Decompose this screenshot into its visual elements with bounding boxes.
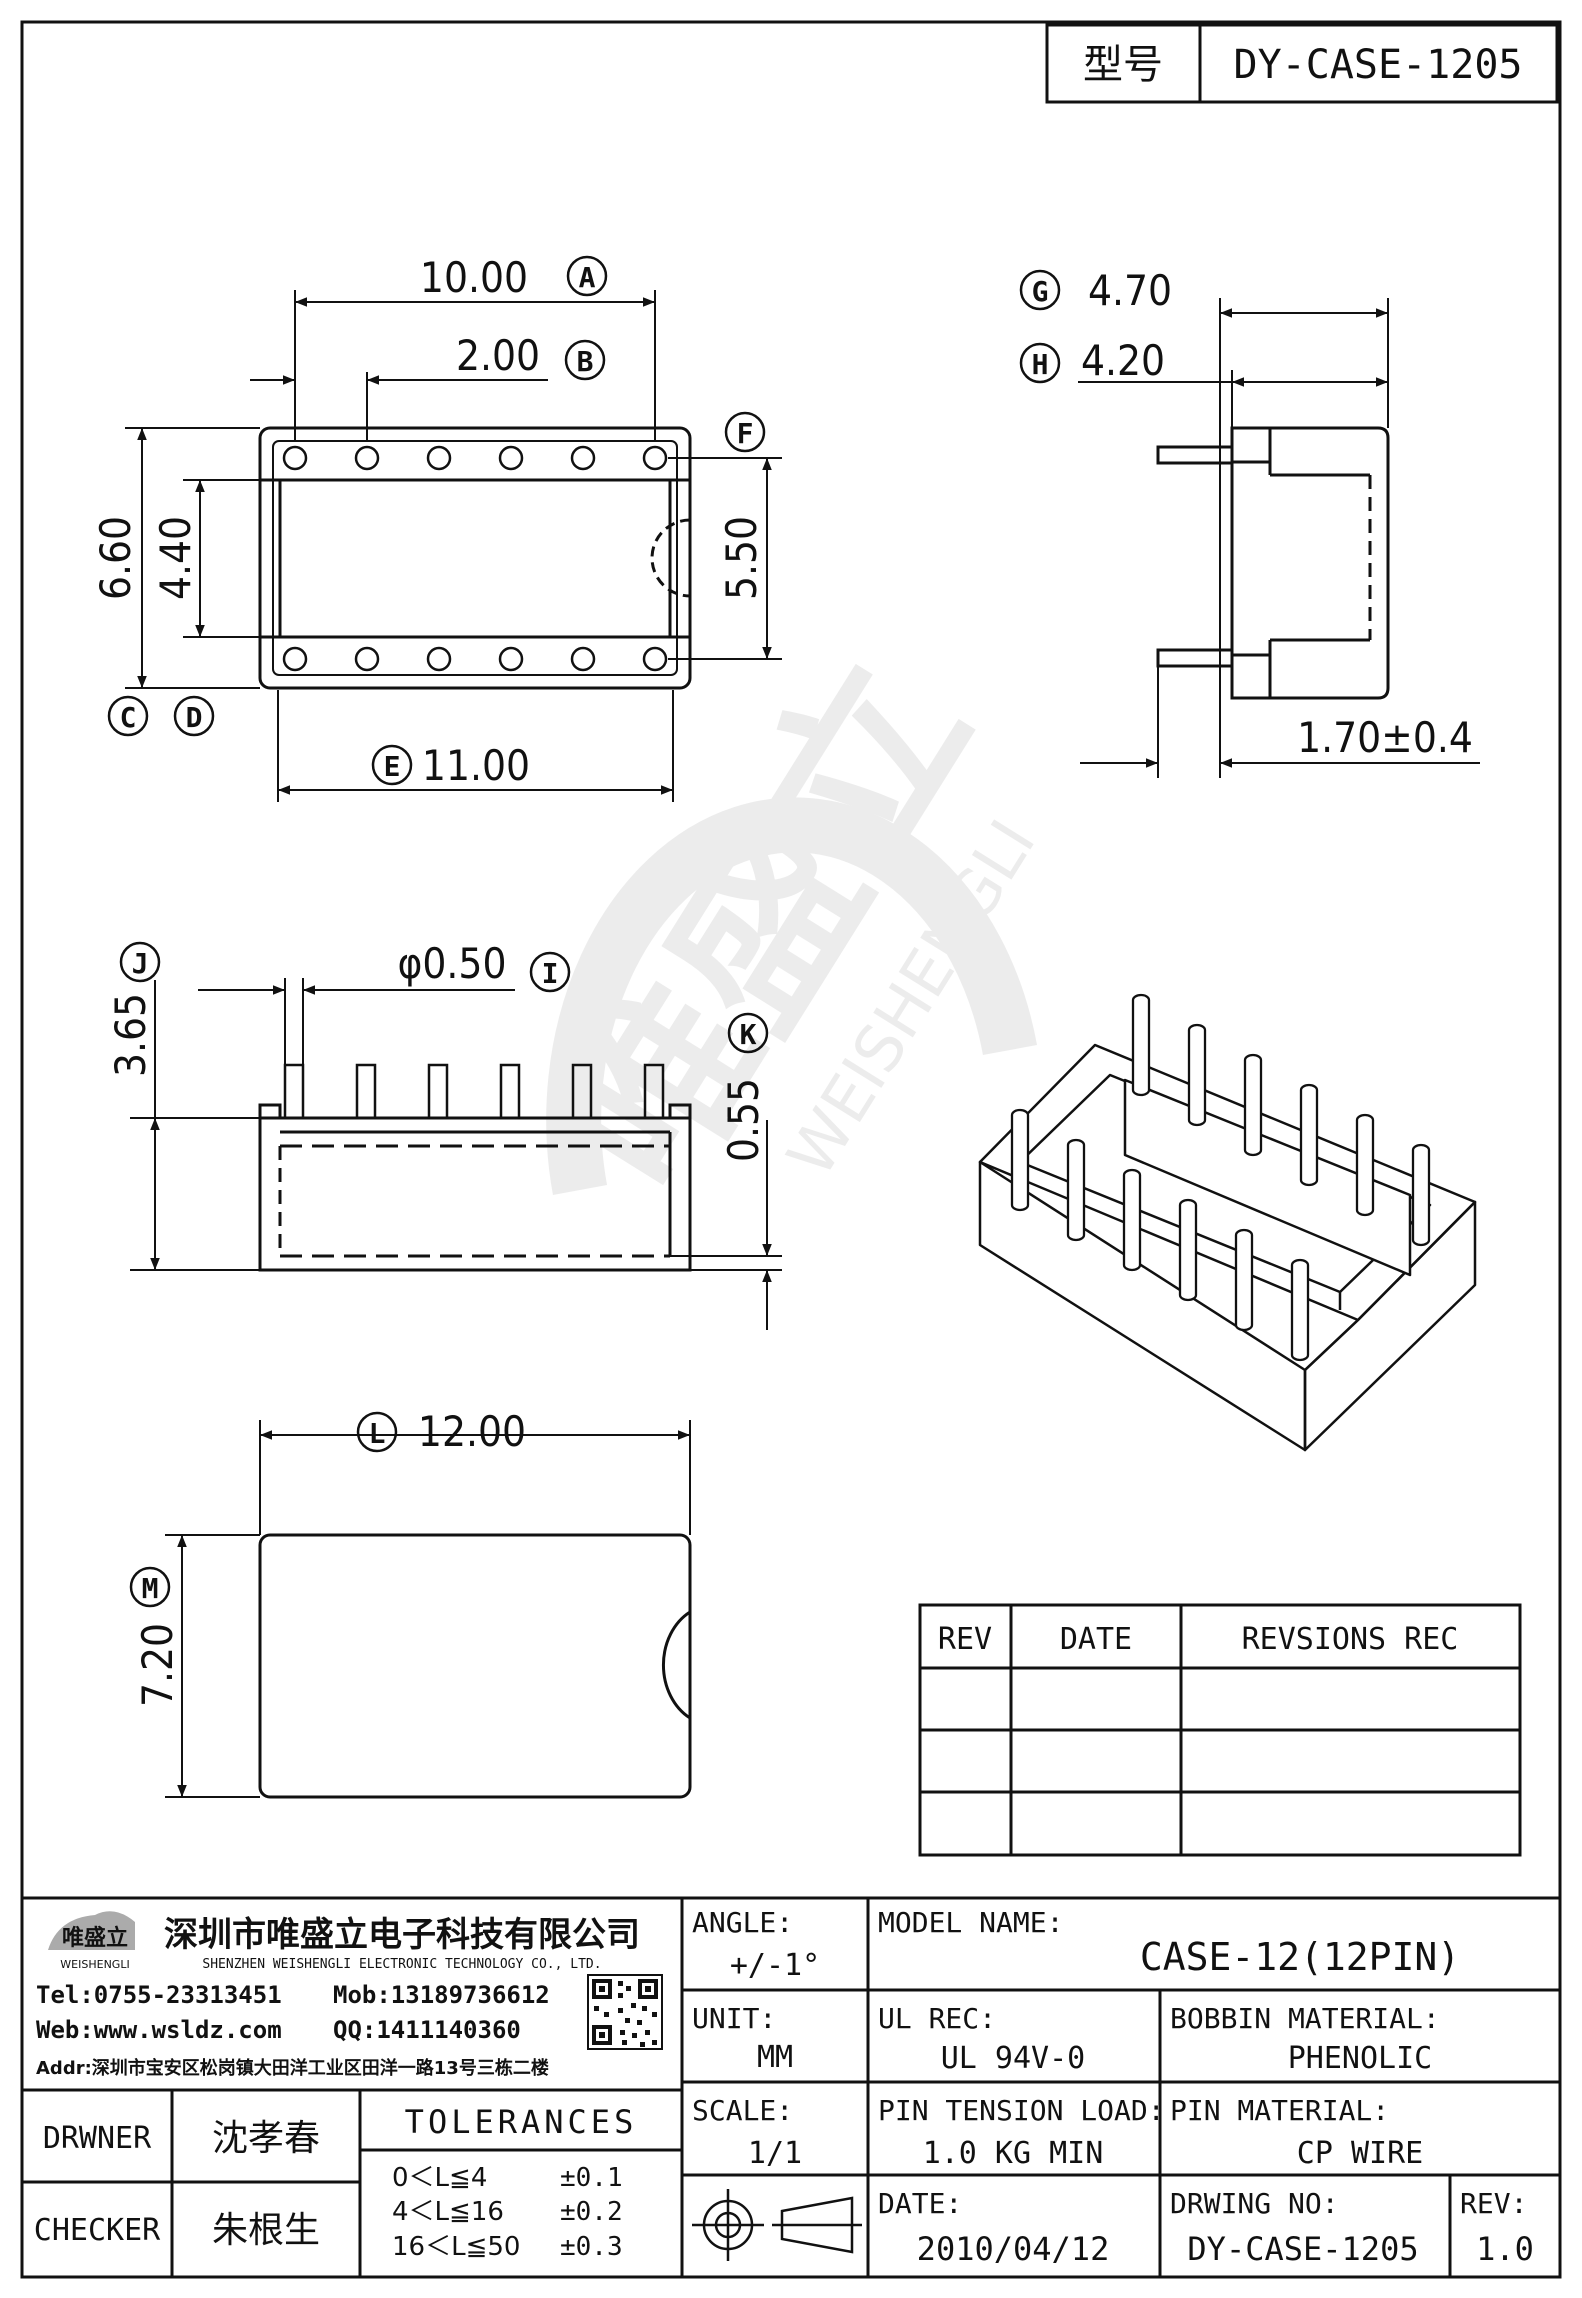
dim-440-value: 4.40 [151,516,200,600]
model-name-label: MODEL NAME: [878,1906,1063,1939]
side-view-dim-labels: G 4.70 H 4.20 1.70±0.4 [1019,266,1473,762]
angle-value: +/-1° [730,1948,820,1983]
tolerance-range-1: 0＜L≦4 [392,2163,487,2193]
unit-label: UNIT: [692,2002,776,2035]
isometric-view [978,993,1477,1452]
bottom-view-dimensions [165,1420,691,1798]
model-title-box: 型号 DY-CASE-1205 [1045,23,1559,104]
projection-symbol-icon [692,2189,862,2261]
angle-label: ANGLE: [692,1906,793,1939]
dim-e-value: 11.00 [422,741,530,790]
top-view-dim-labels: 10.00 A 2.00 B F 6.60 4.40 5.50 C D E 11… [91,253,766,790]
pin-material-value: CP WIRE [1297,2136,1423,2171]
date-value: 2010/04/12 [917,2230,1110,2268]
pin-material-label: PIN MATERIAL: [1170,2094,1389,2127]
ul-label: UL REC: [878,2002,996,2035]
dim-b-tag: B [577,345,594,378]
logo-en: WEISHENGLI [60,1958,129,1971]
unit-value: MM [757,2040,793,2075]
side-view [1156,426,1390,700]
date-col-header: DATE [1060,1622,1132,1657]
dim-i-tag: I [542,957,559,990]
pin-tension-label: PIN TENSION LOAD: [878,2094,1165,2127]
front-view [258,1063,692,1272]
rev-col-header: REV [938,1622,992,1657]
company-qq: QQ:1411140360 [333,2016,521,2044]
watermark-logo: 唯盛立 WEISHENGLI [520,625,1051,1226]
top-view-dimensions [125,290,782,802]
dim-j-tag: J [132,947,149,980]
company-name-en: SHENZHEN WEISHENGLI ELECTRONIC TECHNOLOG… [202,1957,601,1972]
dim-660-value: 6.60 [91,516,140,600]
dim-f-tag: F [737,417,754,450]
date-label: DATE: [878,2187,962,2220]
dim-m-tag: M [142,1572,159,1605]
revision-table: REV DATE REVSIONS REC [918,1603,1522,1857]
company-tel: Tel:0755-23313451 [36,1981,282,2009]
tolerance-value-3: ±0.3 [560,2232,623,2262]
logo-cn: 唯盛立 [62,1925,128,1951]
dim-a-tag: A [579,261,596,294]
rev-label: REV: [1460,2187,1527,2220]
tolerance-range-2: 4＜L≦16 [392,2197,504,2227]
dim-c-tag: C [120,701,137,734]
company-web: Web:www.wsldz.com [36,2016,282,2044]
tolerances-title: TOLERANCES [405,2103,638,2141]
model-key-label: 型号 [1083,42,1163,88]
dim-a-value: 10.00 [420,253,528,302]
tolerance-value-2: ±0.2 [560,2197,623,2227]
drwing-no-value: DY-CASE-1205 [1187,2230,1418,2268]
company-addr: Addr:深圳市宝安区松岗镇大田洋工业区田洋一路13号三栋二楼 [36,2057,549,2079]
top-view [258,426,692,690]
drawing-border [20,20,1562,2279]
scale-value: 1/1 [748,2136,802,2171]
side-view-dimensions [1078,298,1480,778]
qr-code-icon [587,1974,663,2050]
dim-g-tag: G [1032,275,1049,308]
bottom-view [258,1533,692,1799]
dim-g-value: 4.70 [1088,266,1172,315]
dim-offset-value: 1.70±0.4 [1297,713,1473,762]
dim-h-value: 4.20 [1081,336,1165,385]
dim-l-value: 12.00 [418,1407,526,1456]
dim-j-value: 3.65 [106,993,155,1077]
title-block-grid [22,1896,1560,2277]
model-value-label: DY-CASE-1205 [1234,42,1523,88]
drawer-label: DRWNER [43,2121,152,2156]
dim-m-value: 7.20 [133,1623,182,1707]
dim-550-value: 5.50 [717,516,766,600]
company-logo: 唯盛立 WEISHENGLI [48,1911,135,1971]
drawer-name: 沈孝春 [212,2118,320,2159]
rev-value: 1.0 [1476,2230,1534,2268]
rec-col-header: REVSIONS REC [1242,1622,1459,1657]
drwing-no-label: DRWING NO: [1170,2187,1339,2220]
dim-k-value: 0.55 [719,1078,768,1162]
bobbin-material-value: PHENOLIC [1288,2041,1433,2076]
scale-label: SCALE: [692,2094,793,2127]
bobbin-material-label: BOBBIN MATERIAL: [1170,2002,1440,2035]
model-name-value: CASE-12(12PIN) [1140,1935,1460,1979]
checker-name: 朱根生 [212,2210,320,2251]
tolerance-value-1: ±0.1 [560,2163,623,2193]
checker-label: CHECKER [34,2213,161,2248]
bottom-view-dim-labels: L 12.00 M 7.20 [129,1407,526,1707]
dim-i-value: φ0.50 [397,939,506,988]
dim-h-tag: H [1032,348,1049,381]
ul-value: UL 94V-0 [941,2041,1086,2076]
tolerance-range-3: 16＜L≦50 [392,2232,520,2262]
company-name-cn: 深圳市唯盛立电子科技有限公司 [164,1915,640,1955]
dim-d-tag: D [186,701,203,734]
dim-l-tag: L [369,1417,386,1450]
dim-b-value: 2.00 [456,331,540,380]
dim-k-tag: K [740,1018,757,1051]
front-view-dimensions [130,978,782,1330]
dim-e-tag: E [384,750,401,783]
front-view-dim-labels: φ0.50 I J 3.65 K 0.55 [106,939,769,1162]
company-mob: Mob:13189736612 [333,1981,550,2009]
pin-tension-value: 1.0 KG MIN [923,2136,1104,2171]
